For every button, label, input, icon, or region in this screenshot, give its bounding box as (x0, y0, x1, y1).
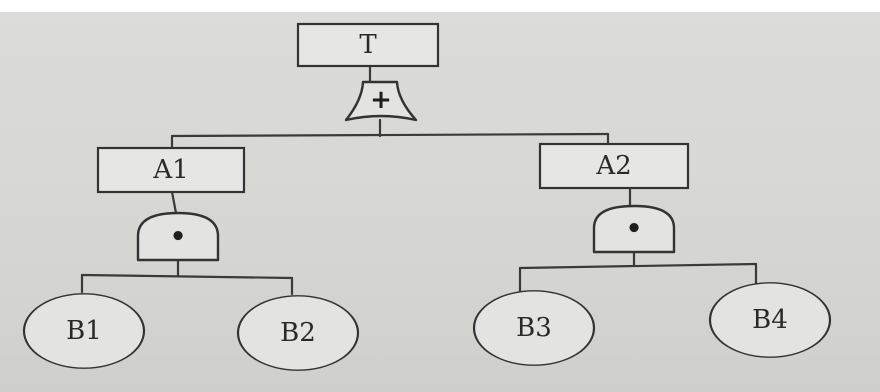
or-gate-symbol: + (370, 85, 392, 115)
or-gate: + (344, 80, 418, 122)
basic-event-b2: B2 (236, 295, 360, 371)
basic-event-b2-label: B2 (280, 318, 316, 348)
top-event-label: T (359, 30, 377, 60)
intermediate-event-a2-label: A2 (595, 151, 631, 181)
intermediate-event-a1-label: A1 (152, 155, 188, 185)
basic-event-b4-label: B4 (752, 305, 788, 335)
basic-event-b1: B1 (22, 293, 146, 369)
intermediate-event-a1-box: A1 (96, 146, 246, 194)
and-gate-a2-symbol: • (626, 214, 643, 244)
and-gate-a2: • (592, 204, 676, 254)
basic-event-b1-label: B1 (66, 316, 102, 346)
basic-event-b4: B4 (708, 282, 832, 358)
top-event-box: T (296, 22, 440, 68)
basic-event-b3-label: B3 (516, 313, 552, 343)
connector-lines (80, 64, 758, 296)
and-gate-a1: • (136, 211, 220, 262)
intermediate-event-a2-box: A2 (538, 142, 690, 190)
and-gate-a1-symbol: • (170, 222, 187, 252)
basic-event-b3: B3 (472, 290, 596, 366)
